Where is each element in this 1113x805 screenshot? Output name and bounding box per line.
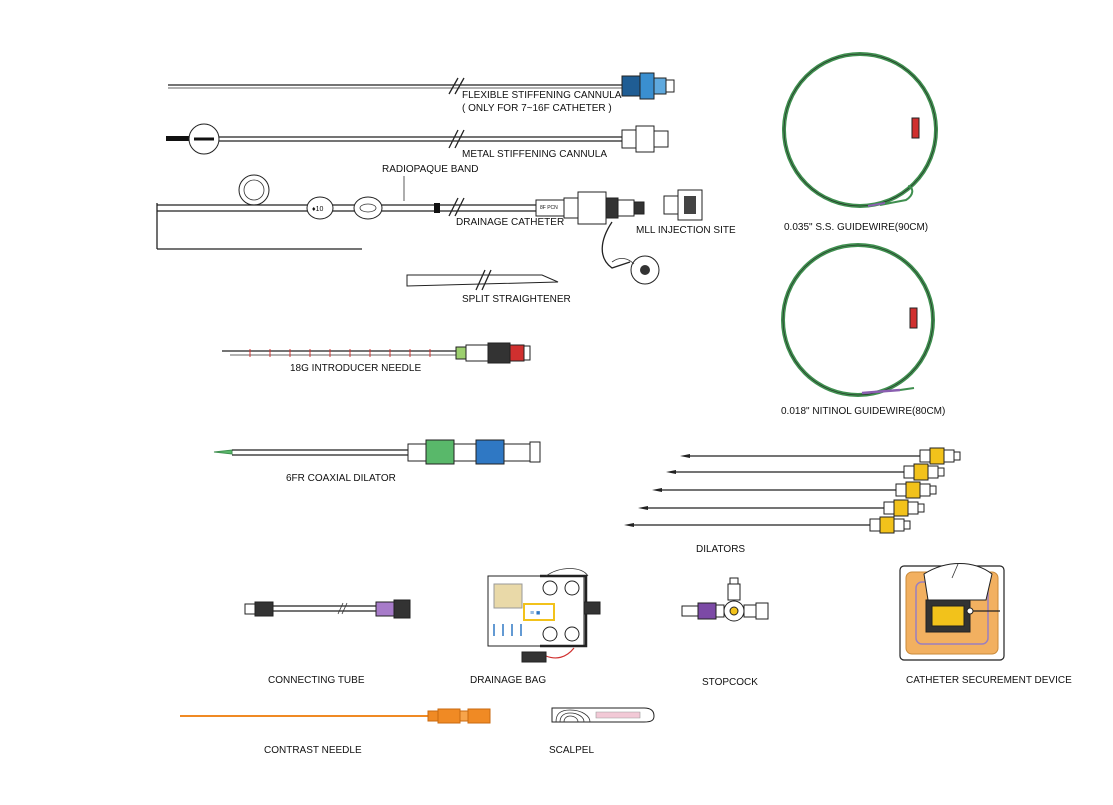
contrast-needle: CONTRAST NEEDLE	[180, 708, 491, 756]
svg-text:♦10: ♦10	[312, 206, 323, 213]
coaxial-dilator: 6FR COAXIAL DILATOR	[213, 439, 541, 484]
contrast-needle-label: CONTRAST NEEDLE	[264, 745, 362, 756]
introducer-needle-label: 18G INTRODUCER NEEDLE	[290, 363, 421, 374]
drainage-bag-label: DRAINAGE BAG	[470, 675, 546, 686]
dilator-2	[666, 463, 945, 481]
connecting-tube: CONNECTING TUBE	[244, 599, 411, 686]
metal-cannula-label: METAL STIFFENING CANNULA	[462, 149, 607, 160]
guidewire-ss-label: 0.035" S.S. GUIDEWIRE(90CM)	[784, 222, 928, 233]
drainage-catheter: ♦10 8F PCN RADIOPAQUE BAND DRAINAGE CATH…	[156, 164, 660, 285]
guidewire-nitinol-label: 0.018" NITINOL GUIDEWIRE(80CM)	[781, 406, 945, 417]
dilator-4	[638, 499, 925, 517]
flexible-cannula-sublabel: ( ONLY FOR 7~16F CATHETER )	[462, 103, 612, 114]
dilators: DILATORS	[624, 447, 961, 555]
guidewire-nitinol: 0.018" NITINOL GUIDEWIRE(80CM)	[781, 243, 945, 417]
svg-text:8F PCN: 8F PCN	[540, 205, 558, 211]
scalpel-label: SCALPEL	[549, 745, 594, 756]
stopcock: STOPCOCK	[681, 577, 769, 688]
mll-injection-site: MLL INJECTION SITE	[636, 189, 736, 236]
flexible-stiffening-cannula: FLEXIBLE STIFFENING CANNULA ( ONLY FOR 7…	[168, 72, 675, 114]
dilators-label: DILATORS	[696, 544, 745, 555]
split-straightener-label: SPLIT STRAIGHTENER	[462, 294, 571, 305]
radiopaque-band-label: RADIOPAQUE BAND	[382, 164, 479, 175]
coaxial-dilator-label: 6FR COAXIAL DILATOR	[286, 473, 396, 484]
dilator-1	[680, 447, 961, 465]
split-straightener: SPLIT STRAIGHTENER	[406, 269, 571, 305]
guidewire-ss: 0.035" S.S. GUIDEWIRE(90CM)	[782, 52, 938, 233]
scalpel: SCALPEL	[549, 707, 655, 756]
metal-stiffening-cannula: METAL STIFFENING CANNULA	[166, 123, 669, 160]
connecting-tube-label: CONNECTING TUBE	[268, 675, 365, 686]
securement-device-label: CATHETER SECUREMENT DEVICE	[906, 675, 1072, 686]
introducer-needle: 18G INTRODUCER NEEDLE	[222, 342, 531, 374]
drainage-catheter-label: DRAINAGE CATHETER	[456, 217, 564, 228]
stopcock-label: STOPCOCK	[702, 677, 758, 688]
dilator-5	[624, 516, 911, 534]
svg-text:≡ ■: ≡ ■	[530, 610, 540, 617]
flexible-cannula-label: FLEXIBLE STIFFENING CANNULA	[462, 90, 622, 101]
catheter-securement-device: CATHETER SECUREMENT DEVICE	[899, 563, 1072, 686]
dilator-3	[652, 481, 937, 499]
drainage-bag: ≡ ■ DRAINAGE BAG	[470, 568, 601, 686]
mll-injection-site-label: MLL INJECTION SITE	[636, 225, 736, 236]
